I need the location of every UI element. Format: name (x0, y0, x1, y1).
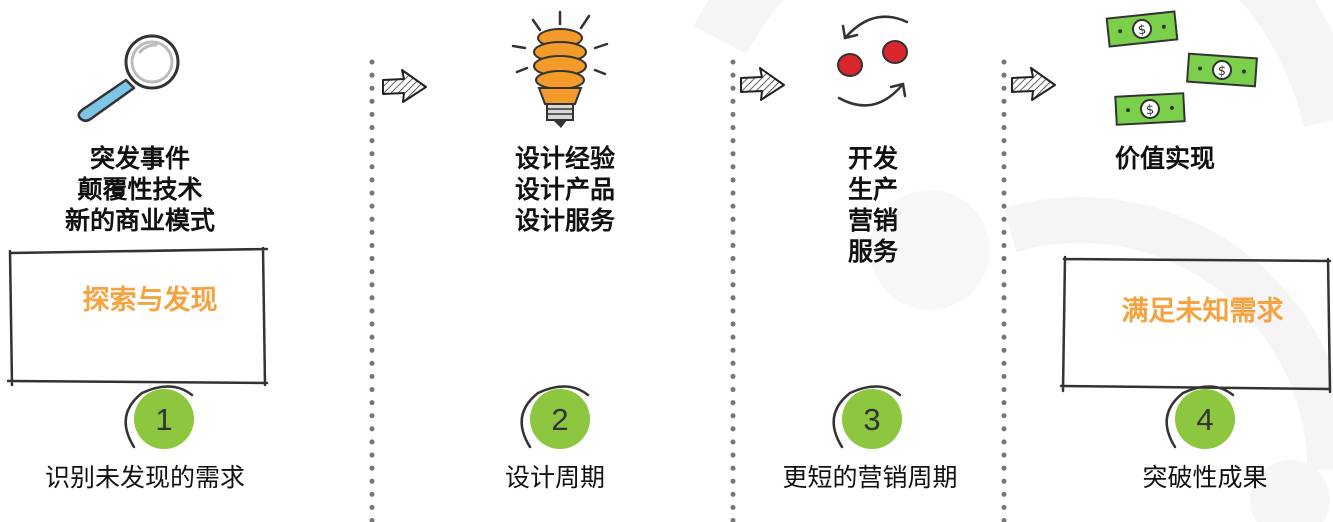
svg-text:$: $ (1146, 103, 1155, 118)
caption-4: 突破性成果 (1142, 463, 1268, 492)
step-number-2: 2 (551, 402, 569, 437)
magnifier-icon (77, 34, 180, 122)
arrow-right-icon (382, 69, 427, 103)
svg-text:$: $ (1137, 23, 1147, 39)
column-1-text: 突发事件 颠覆性技术 新的商业模式 (20, 143, 260, 236)
column-1-line: 颠覆性技术 (77, 175, 203, 204)
column-1-line: 突发事件 (89, 144, 190, 173)
step-circle-1 (124, 385, 194, 449)
lightbulb-icon (511, 10, 609, 128)
column-3-line: 开发 (847, 144, 898, 173)
step-circle-3 (832, 385, 902, 449)
box-label-discover: 探索与发现 (82, 285, 218, 316)
step-circle-2 (520, 385, 590, 449)
column-2-line: 设计产品 (514, 175, 615, 204)
cycle-arrows-icon (837, 15, 909, 107)
step-number-3: 3 (863, 402, 881, 437)
step-circle-4 (1165, 385, 1235, 449)
caption-2: 设计周期 (504, 463, 605, 492)
arrow-right-icon (1011, 67, 1056, 101)
svg-text:$: $ (1217, 64, 1226, 80)
column-2-line: 设计服务 (514, 206, 615, 235)
caption-1: 识别未发现的需求 (44, 463, 245, 492)
column-2-line: 设计经验 (514, 144, 615, 173)
column-4-text: 价值实现 (1090, 143, 1240, 174)
sketch-box-1 (6, 246, 269, 387)
column-3-line: 服务 (847, 237, 898, 266)
column-1-line: 新的商业模式 (64, 206, 215, 235)
column-4-line: 价值实现 (1114, 144, 1215, 173)
column-3-text: 开发 生产 营销 服务 (808, 143, 938, 267)
sketch-box-2 (1059, 255, 1332, 394)
column-2-text: 设计经验 设计产品 设计服务 (455, 143, 675, 236)
step-number-4: 4 (1196, 402, 1214, 437)
box-label-satisfy: 满足未知需求 (1121, 296, 1284, 327)
caption-3: 更短的营销周期 (782, 463, 958, 492)
arrow-right-icon (740, 67, 785, 101)
money-icon: $ $ $ (1105, 10, 1258, 126)
column-3-line: 生产 (847, 175, 898, 204)
column-3-line: 营销 (847, 206, 898, 235)
step-number-1: 1 (155, 402, 173, 437)
